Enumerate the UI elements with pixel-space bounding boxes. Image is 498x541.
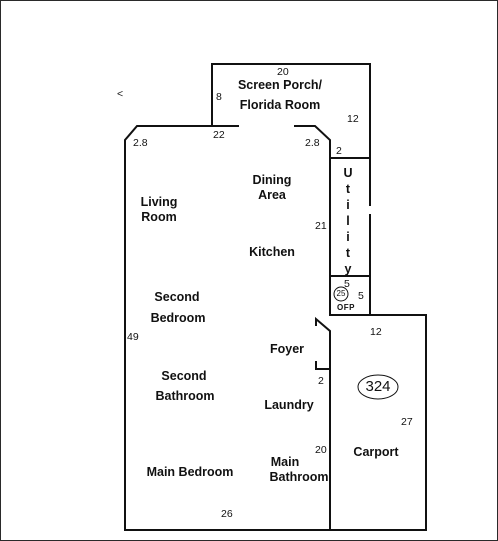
carport-wall <box>329 314 427 531</box>
utility-letter: U <box>343 166 353 180</box>
room-main-bathroom-line1: Main <box>270 455 300 469</box>
unit-number: 324 <box>365 378 391 395</box>
foyer-notch-wall <box>315 361 331 370</box>
ofp-label: OFP <box>337 303 355 312</box>
room-living-line1: Living <box>140 195 178 209</box>
dim-porch-left: 8 <box>216 91 222 103</box>
room-screen-porch-line2: Florida Room <box>239 98 321 112</box>
dim-corner-right: 2.8 <box>305 137 320 149</box>
room-second-bathroom-line1: Second <box>161 369 207 383</box>
dim-kitchen-right: 21 <box>315 220 327 232</box>
room-main-bathroom-line2: Bathroom <box>269 470 329 484</box>
dim-porch-top: 20 <box>277 66 289 78</box>
room-second-bedroom-line1: Second <box>154 290 200 304</box>
stray-mark: < <box>117 88 124 100</box>
room-dining-line2: Area <box>258 188 286 202</box>
utility-letter: t <box>345 182 351 196</box>
room-second-bedroom-line2: Bedroom <box>150 311 206 325</box>
utility-letter: l <box>346 214 350 228</box>
room-screen-porch-line1: Screen Porch/ <box>237 78 323 92</box>
dim-foyer-notch: 2 <box>318 375 324 387</box>
utility-letter: i <box>346 230 350 244</box>
dim-carport-top: 12 <box>370 326 382 338</box>
ofp-circle <box>333 286 349 302</box>
room-carport: Carport <box>353 445 399 459</box>
house-right-top-wall <box>294 125 331 277</box>
dim-corner-left: 2.8 <box>133 137 148 149</box>
room-laundry: Laundry <box>264 398 314 412</box>
dim-bath-right: 20 <box>315 444 327 456</box>
room-second-bathroom-line2: Bathroom <box>155 389 215 403</box>
dim-house-top: 22 <box>213 129 225 141</box>
room-living-line2: Room <box>141 210 177 224</box>
dim-ofp-top: 5 <box>344 278 350 290</box>
unit-number-oval <box>357 374 399 400</box>
dim-utility-top: 2 <box>336 145 342 157</box>
room-dining-line1: Dining <box>252 173 292 187</box>
dim-house-bottom: 26 <box>221 508 233 520</box>
porch-wall <box>211 63 371 159</box>
room-kitchen: Kitchen <box>249 245 295 259</box>
house-outer-wall <box>124 125 331 531</box>
dim-porch-right: 12 <box>347 113 359 125</box>
utility-letter: i <box>346 198 350 212</box>
room-foyer: Foyer <box>269 342 305 356</box>
dim-ofp-right: 5 <box>358 290 364 302</box>
dim-house-left: 49 <box>127 331 139 343</box>
ofp-circle-number: 25 <box>336 289 346 298</box>
utility-letter: y <box>344 262 352 276</box>
room-main-bedroom: Main Bedroom <box>146 465 234 479</box>
room-utility: U t i l i t y <box>342 165 354 277</box>
utility-letter: t <box>345 246 351 260</box>
dim-carport-right: 27 <box>401 416 413 428</box>
